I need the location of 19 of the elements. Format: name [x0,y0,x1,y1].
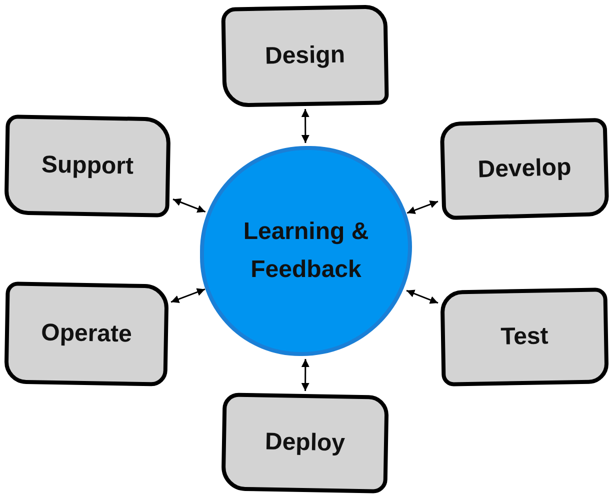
node-label: Test [500,321,549,352]
double-arrow [170,288,206,303]
node-label: Operate [40,318,132,350]
node-label: Learning & Feedback [242,216,370,285]
stage-box [221,392,389,494]
stage-box [440,118,610,220]
node-label: Design [264,40,346,72]
double-arrow [301,109,310,143]
double-arrow [406,290,438,304]
stage-box [4,114,171,218]
stage-box [440,288,609,386]
node-label: Support [41,150,134,182]
stage-box [4,282,169,386]
double-arrow [301,359,310,391]
double-arrow [406,200,438,214]
double-arrow [172,198,206,213]
node-label: Develop [477,152,572,186]
stage-box [221,4,389,108]
node-label: Deploy [264,427,346,458]
